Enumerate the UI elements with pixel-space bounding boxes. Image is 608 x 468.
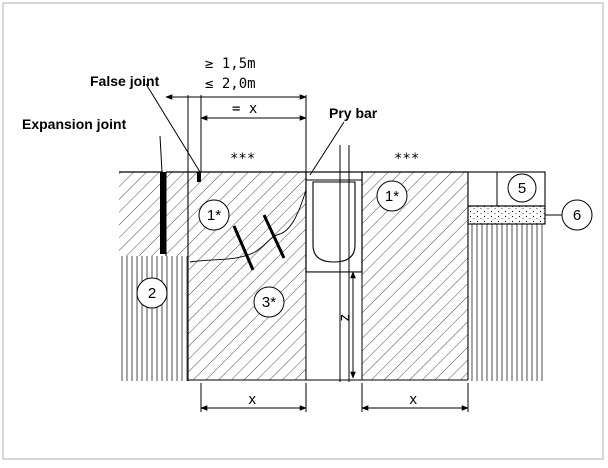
bottom-x-right-label: x	[409, 392, 417, 408]
expansion-joint-strip	[160, 172, 166, 254]
drain-channel	[305, 171, 363, 273]
middle-slab	[166, 171, 189, 381]
bottom-x-left-label: x	[248, 392, 256, 408]
max-spacing-label: ≤ 2,0m	[205, 76, 256, 92]
false-joint-leader	[145, 83, 201, 173]
min-spacing-label: ≥ 1,5m	[205, 56, 256, 72]
marker-1-right: 1*	[376, 180, 408, 212]
svg-text:1*: 1*	[385, 188, 399, 205]
marker-2: 2	[136, 277, 168, 309]
expansion-joint-label: Expansion joint	[22, 116, 127, 132]
pry-bar-leader	[309, 121, 345, 176]
expansion-joint-leader	[159, 135, 163, 173]
marker-6: 6	[561, 199, 593, 231]
right-edge-structure	[467, 171, 546, 381]
svg-text:5: 5	[518, 180, 526, 197]
stars-right: ***	[394, 151, 419, 167]
outer-frame	[2, 2, 604, 460]
pry-bar-label: Pry bar	[329, 105, 378, 121]
z-label: z	[337, 314, 353, 322]
marker-3: 3*	[253, 286, 285, 318]
channel-soil	[305, 271, 363, 381]
stars-left: ***	[230, 151, 255, 167]
right-slab	[362, 171, 469, 381]
svg-text:1*: 1*	[207, 207, 221, 224]
top-x-label: = x	[232, 101, 257, 117]
marker-1-left: 1*	[198, 199, 230, 231]
svg-text:6: 6	[573, 207, 581, 224]
marker-5: 5	[507, 173, 537, 203]
left-slab	[119, 171, 163, 381]
svg-text:3*: 3*	[262, 294, 276, 311]
false-joint-label: False joint	[90, 73, 160, 89]
svg-text:2: 2	[148, 285, 156, 302]
